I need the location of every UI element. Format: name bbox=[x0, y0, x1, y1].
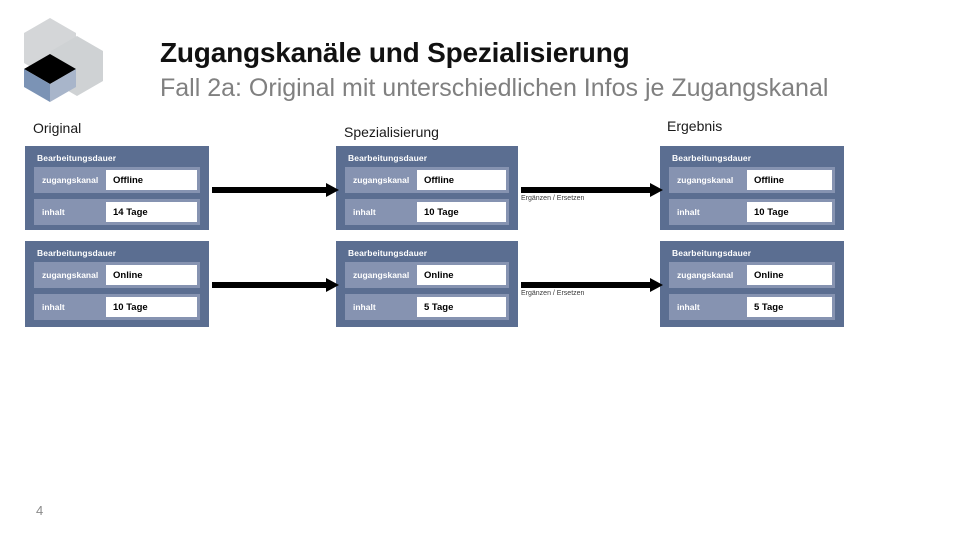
field-label: inhalt bbox=[677, 302, 700, 312]
arrow-shaft bbox=[212, 187, 326, 193]
title-block: Zugangskanäle und Spezialisierung Fall 2… bbox=[160, 36, 950, 103]
arrow-head-icon bbox=[326, 278, 339, 292]
field-label: zugangskanal bbox=[42, 270, 99, 280]
field-value: Offline bbox=[747, 170, 832, 190]
card-title: Bearbeitungsdauer bbox=[672, 248, 752, 258]
field-label: inhalt bbox=[42, 207, 65, 217]
arrow-spezialisierung-to-ergebnis-offline bbox=[521, 183, 663, 197]
arrow-shaft bbox=[212, 282, 326, 288]
card-original-online: Bearbeitungsdauer zugangskanal Online in… bbox=[25, 241, 209, 327]
field-value: 5 Tage bbox=[747, 297, 832, 317]
field-value: 14 Tage bbox=[106, 202, 197, 222]
card-ergebnis-online: Bearbeitungsdauer zugangskanal Online in… bbox=[660, 241, 844, 327]
page-subtitle: Fall 2a: Original mit unterschiedlichen … bbox=[160, 74, 829, 103]
field-label: zugangskanal bbox=[353, 270, 410, 280]
arrow-head-icon bbox=[650, 278, 663, 292]
field-row-inhalt: inhalt 5 Tage bbox=[345, 294, 509, 320]
field-value: Online bbox=[417, 265, 506, 285]
arrow-head-icon bbox=[650, 183, 663, 197]
field-row-zugangskanal: zugangskanal Online bbox=[345, 262, 509, 288]
card-title: Bearbeitungsdauer bbox=[672, 153, 752, 163]
field-label: zugangskanal bbox=[677, 270, 734, 280]
field-value: 10 Tage bbox=[106, 297, 197, 317]
card-title: Bearbeitungsdauer bbox=[348, 153, 428, 163]
field-value: 5 Tage bbox=[417, 297, 506, 317]
field-value: 10 Tage bbox=[747, 202, 832, 222]
field-label: zugangskanal bbox=[677, 175, 734, 185]
field-value: Offline bbox=[106, 170, 197, 190]
field-label: inhalt bbox=[42, 302, 65, 312]
card-spezialisierung-online: Bearbeitungsdauer zugangskanal Online in… bbox=[336, 241, 518, 327]
field-row-inhalt: inhalt 10 Tage bbox=[345, 199, 509, 225]
field-row-zugangskanal: zugangskanal Online bbox=[34, 262, 200, 288]
field-row-zugangskanal: zugangskanal Offline bbox=[669, 167, 835, 193]
field-label: inhalt bbox=[677, 207, 700, 217]
page-title: Zugangskanäle und Spezialisierung bbox=[160, 37, 630, 68]
arrow-shaft bbox=[521, 282, 650, 288]
field-row-zugangskanal: zugangskanal Online bbox=[669, 262, 835, 288]
arrow-label-top: Ergänzen / Ersetzen bbox=[521, 195, 585, 202]
hexagon-logo bbox=[14, 14, 114, 106]
field-row-inhalt: inhalt 10 Tage bbox=[34, 294, 200, 320]
card-original-offline: Bearbeitungsdauer zugangskanal Offline i… bbox=[25, 146, 209, 230]
field-row-inhalt: inhalt 14 Tage bbox=[34, 199, 200, 225]
page-number: 4 bbox=[36, 503, 44, 518]
field-value: Offline bbox=[417, 170, 506, 190]
field-row-zugangskanal: zugangskanal Offline bbox=[34, 167, 200, 193]
arrow-spezialisierung-to-ergebnis-online bbox=[521, 278, 663, 292]
card-title: Bearbeitungsdauer bbox=[348, 248, 428, 258]
card-title: Bearbeitungsdauer bbox=[37, 153, 117, 163]
arrow-original-to-spezialisierung-offline bbox=[212, 183, 339, 197]
card-spezialisierung-offline: Bearbeitungsdauer zugangskanal Offline i… bbox=[336, 146, 518, 230]
field-row-inhalt: inhalt 5 Tage bbox=[669, 294, 835, 320]
field-row-zugangskanal: zugangskanal Offline bbox=[345, 167, 509, 193]
field-value: Online bbox=[106, 265, 197, 285]
field-label: inhalt bbox=[353, 207, 376, 217]
card-title: Bearbeitungsdauer bbox=[37, 248, 117, 258]
field-row-inhalt: inhalt 10 Tage bbox=[669, 199, 835, 225]
arrow-shaft bbox=[521, 187, 650, 193]
column-heading-original: Original bbox=[33, 120, 82, 136]
field-label: zugangskanal bbox=[42, 175, 99, 185]
field-value: Online bbox=[747, 265, 832, 285]
card-ergebnis-offline: Bearbeitungsdauer zugangskanal Offline i… bbox=[660, 146, 844, 230]
field-label: zugangskanal bbox=[353, 175, 410, 185]
column-heading-ergebnis: Ergebnis bbox=[667, 118, 723, 134]
arrow-original-to-spezialisierung-online bbox=[212, 278, 339, 292]
arrow-head-icon bbox=[326, 183, 339, 197]
arrow-label-bottom: Ergänzen / Ersetzen bbox=[521, 290, 585, 297]
column-heading-spezialisierung: Spezialisierung bbox=[344, 124, 439, 140]
field-value: 10 Tage bbox=[417, 202, 506, 222]
field-label: inhalt bbox=[353, 302, 376, 312]
